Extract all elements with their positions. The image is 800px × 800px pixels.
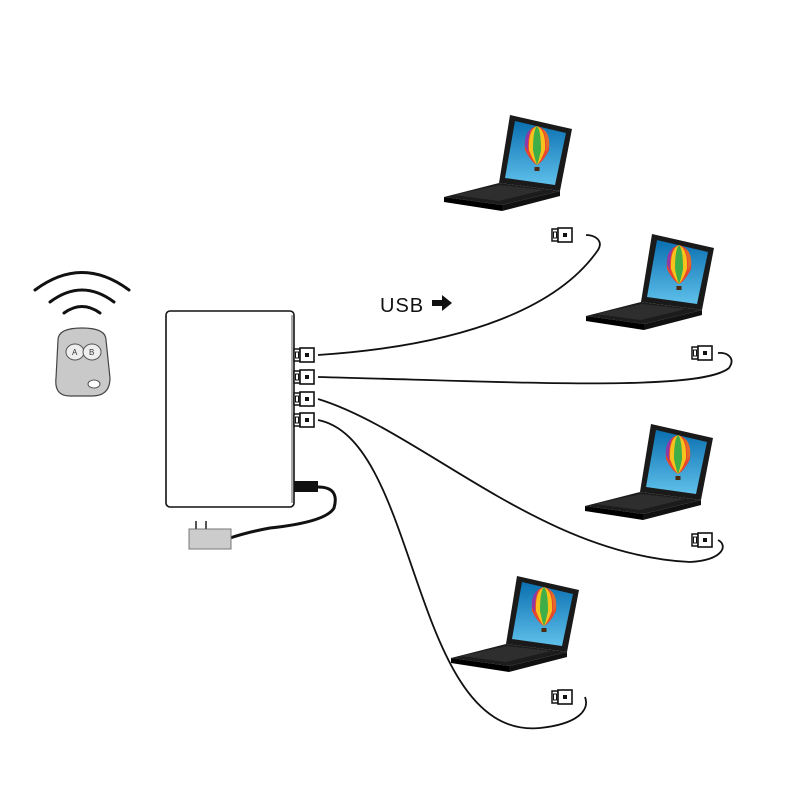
- laptop-icon: [586, 234, 714, 330]
- usb-plug-icon: [293, 391, 315, 407]
- power-adapter-icon: [188, 481, 337, 550]
- usb-plug-icon: [551, 689, 573, 705]
- usb-label: USB: [380, 295, 424, 317]
- laptop-icon: [444, 115, 572, 211]
- remote-button-a: A: [72, 348, 78, 357]
- hub-usb-ports: [293, 347, 315, 428]
- usb-cable-2: [317, 352, 733, 385]
- usb-cables: [317, 234, 733, 729]
- usb-plug-icon: [691, 532, 713, 548]
- usb-cable-4: [317, 419, 587, 729]
- laptop-icon: [585, 424, 713, 520]
- usb-plug-icon: [293, 369, 315, 385]
- wireless-signal-icon: [33, 271, 131, 315]
- usb-plug-icon: [293, 347, 315, 363]
- remote-control-icon: A B: [55, 327, 111, 397]
- remote-button-b: B: [89, 348, 94, 357]
- usb-plug-icon: [691, 345, 713, 361]
- laptop-icon: [451, 576, 579, 672]
- usb-cable-3: [317, 398, 724, 563]
- charging-hub-box: [165, 310, 295, 508]
- usb-plug-icon: [293, 412, 315, 428]
- usb-plug-icon: [551, 227, 573, 243]
- usb-cable-1: [317, 234, 601, 356]
- arrow-right-icon: [432, 295, 452, 311]
